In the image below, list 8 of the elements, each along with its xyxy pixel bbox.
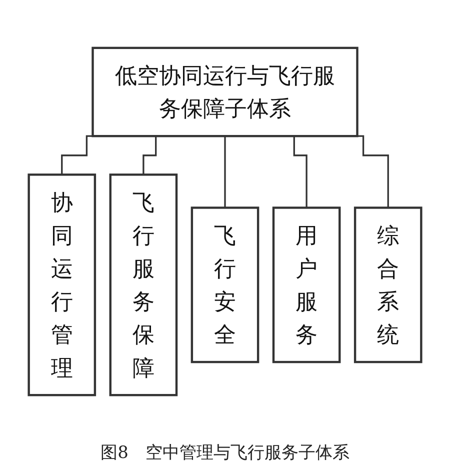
node-box: 飞行安全 <box>190 206 260 364</box>
node-box: 综合系统 <box>354 206 422 364</box>
connector <box>224 135 226 209</box>
figure-caption: 图8 空中管理与飞行服务子体系 <box>100 442 350 464</box>
node-box: 用户服务 <box>272 206 341 364</box>
node-box: 协同运行管理 <box>28 174 96 396</box>
node-box: 飞行服务保障 <box>109 174 178 396</box>
node-box: 低空协同运行与飞行服务保障子体系 <box>92 46 358 138</box>
